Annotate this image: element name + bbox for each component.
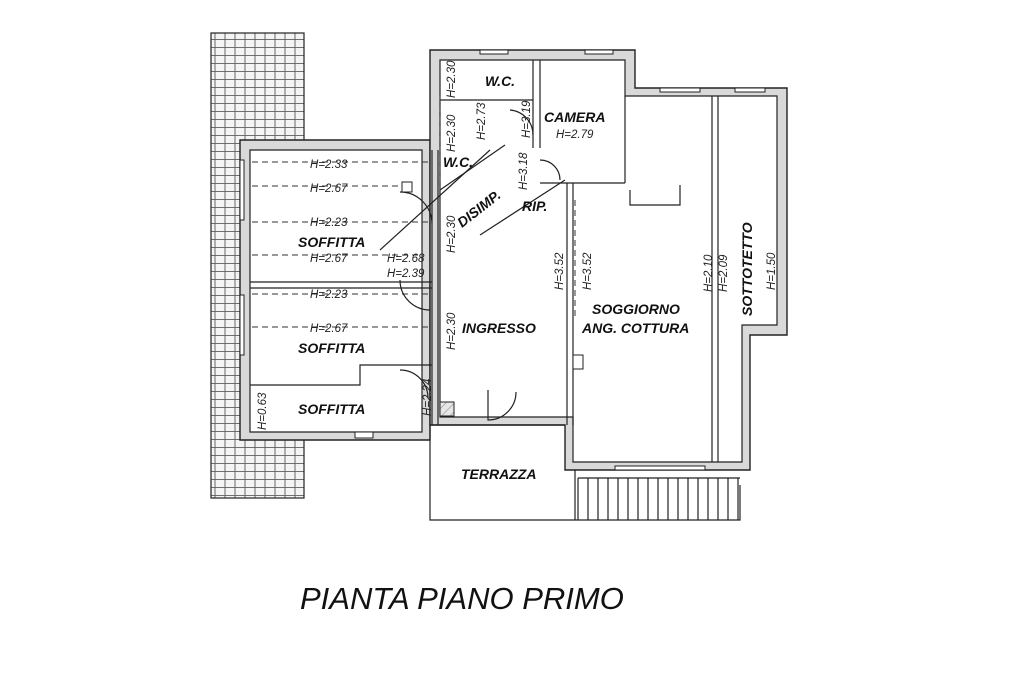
height-s1-c: H=2.23: [310, 217, 348, 229]
room-soffitta-1: SOFFITTA: [298, 234, 365, 250]
room-soggiorno: SOGGIORNO: [592, 301, 680, 317]
height-disimp-v: H=3.18: [518, 152, 530, 190]
height-ingresso-v: H=2.30: [446, 312, 458, 350]
window-top-1: [479, 49, 509, 55]
partition-sog-left: [566, 183, 574, 425]
left-block-interior: [249, 149, 423, 433]
window-left-2: [239, 294, 245, 356]
partition-camera-bottom: [540, 96, 626, 184]
height-mid-1: H=2.68: [387, 253, 425, 265]
chimney-1: [401, 181, 413, 193]
door-swing-5: [509, 109, 534, 136]
partition-soffitta-2: [250, 364, 432, 386]
door-swing-6: [539, 159, 561, 181]
partition-ingresso-left: [431, 150, 439, 425]
height-camera: H=2.79: [556, 129, 594, 141]
height-wc-v1: H=2.30: [446, 60, 458, 98]
height-s2-a: H=2.23: [310, 289, 348, 301]
disimp-diagonal-3: [479, 179, 566, 236]
window-left-1: [239, 159, 245, 221]
height-wc-v4: H=3.19: [521, 100, 533, 138]
room-soffitta-3: SOFFITTA: [298, 401, 365, 417]
partition-sottotetto: [711, 96, 719, 462]
plan-title: PIANTA PIANO PRIMO: [300, 581, 624, 616]
room-terrazza: TERRAZZA: [461, 466, 536, 482]
disimp-diagonal-1: [379, 149, 491, 251]
height-dis-v: H=2.30: [446, 215, 458, 253]
room-sottotetto: SOTTOTETTO: [739, 222, 755, 316]
door-swing-2: [399, 279, 431, 311]
height-sog-v4: H=2.09: [718, 254, 730, 292]
partition-soffitta-1: [250, 281, 432, 289]
window-bottom: [614, 465, 706, 471]
room-wc-top: W.C.: [485, 73, 515, 89]
height-sotto-v: H=1.50: [766, 252, 778, 290]
window-soffitta-bottom: [354, 431, 374, 439]
door-swing-3: [399, 369, 429, 399]
height-sog-v2: H=3.52: [582, 252, 594, 290]
height-s3-v: H=2.24: [422, 379, 434, 416]
height-s1-a: H=2.33: [310, 159, 348, 171]
column-sog: [572, 354, 584, 370]
stairs: [577, 477, 740, 520]
window-top-2: [584, 49, 614, 55]
height-s1-b: H=2.67: [310, 183, 348, 195]
height-sog-v1: H=3.52: [554, 252, 566, 290]
height-wc-v2: H=2.30: [446, 114, 458, 152]
room-soffitta-2: SOFFITTA: [298, 340, 365, 356]
chimney-2: [439, 401, 455, 417]
room-rip: RIP.: [522, 198, 547, 214]
height-sog-v3: H=2.10: [703, 254, 715, 292]
height-s3-left: H=0.63: [257, 392, 269, 430]
door-swing-4: [487, 390, 517, 421]
window-top-4: [734, 87, 766, 93]
room-ang-cottura: ANG. COTTURA: [581, 320, 689, 336]
room-ingresso: INGRESSO: [462, 320, 536, 336]
terrazza-outline: [429, 425, 741, 521]
arc-soggiorno: [629, 185, 681, 206]
top-interior: [439, 59, 778, 463]
height-s1-d: H=2.67: [310, 253, 348, 265]
room-camera: CAMERA: [544, 109, 605, 125]
room-wc-small: W.C.: [443, 154, 473, 170]
window-top-3: [659, 87, 701, 93]
terrazza-inner: [430, 424, 576, 520]
height-s2-b: H=2.67: [310, 323, 348, 335]
height-wc-v3: H=2.73: [476, 102, 488, 140]
disimp-diagonal-2: [439, 144, 506, 191]
height-mid-2: H=2.39: [387, 268, 425, 280]
